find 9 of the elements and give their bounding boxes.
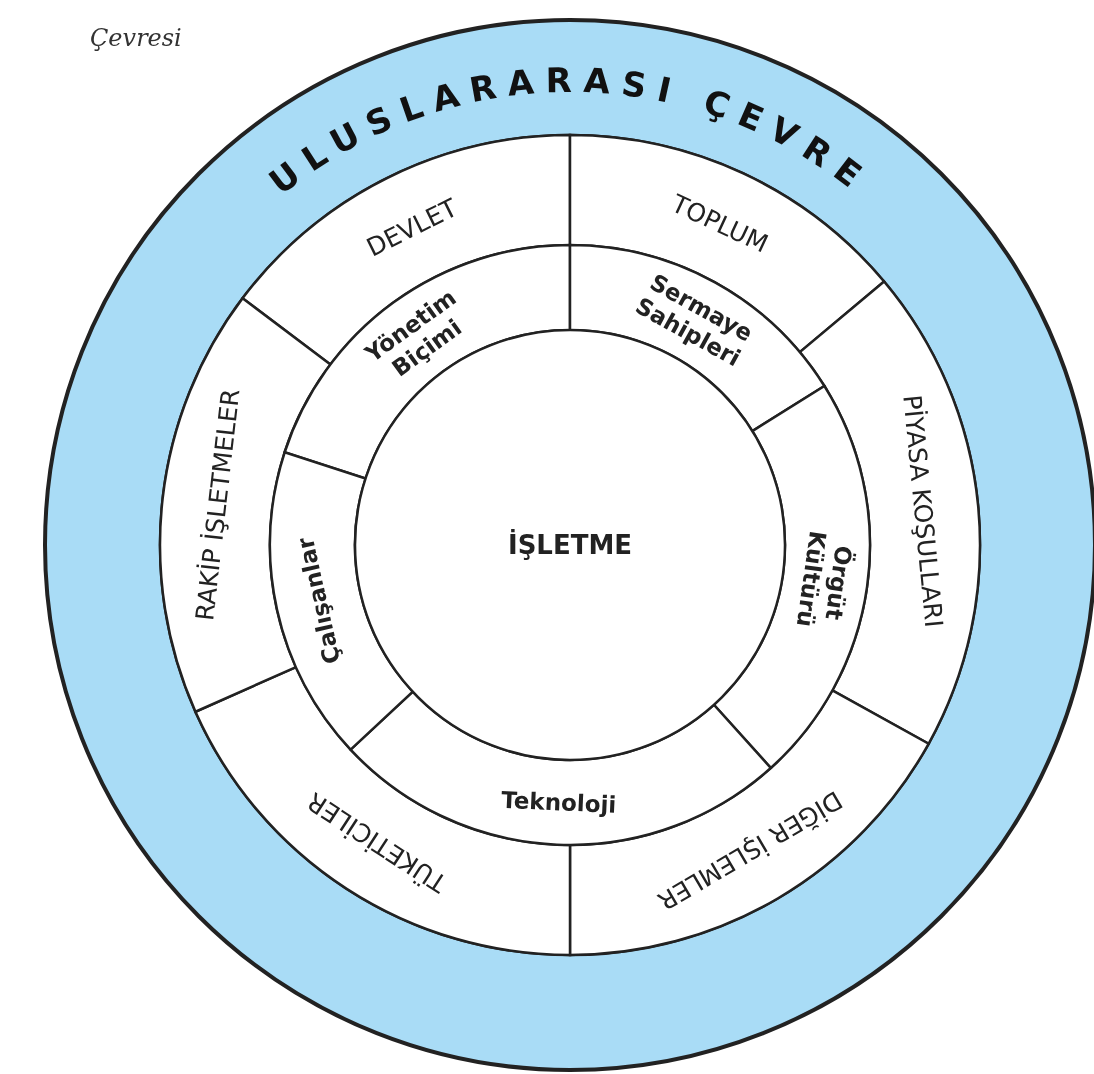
center-label: İŞLETME (507, 530, 633, 560)
ring-label: Örgüt Kültürü (791, 529, 857, 629)
ring-sector (798, 280, 982, 745)
ring-label: Teknoloji (500, 786, 617, 818)
sector-label: RAKİP İŞLETMELER (189, 387, 245, 623)
outer-ring (43, 18, 1094, 1072)
ring-sector (269, 451, 414, 751)
sector-label: PİYASA KOŞULLARI (897, 393, 949, 629)
caption-text: Çevresi (90, 24, 182, 52)
